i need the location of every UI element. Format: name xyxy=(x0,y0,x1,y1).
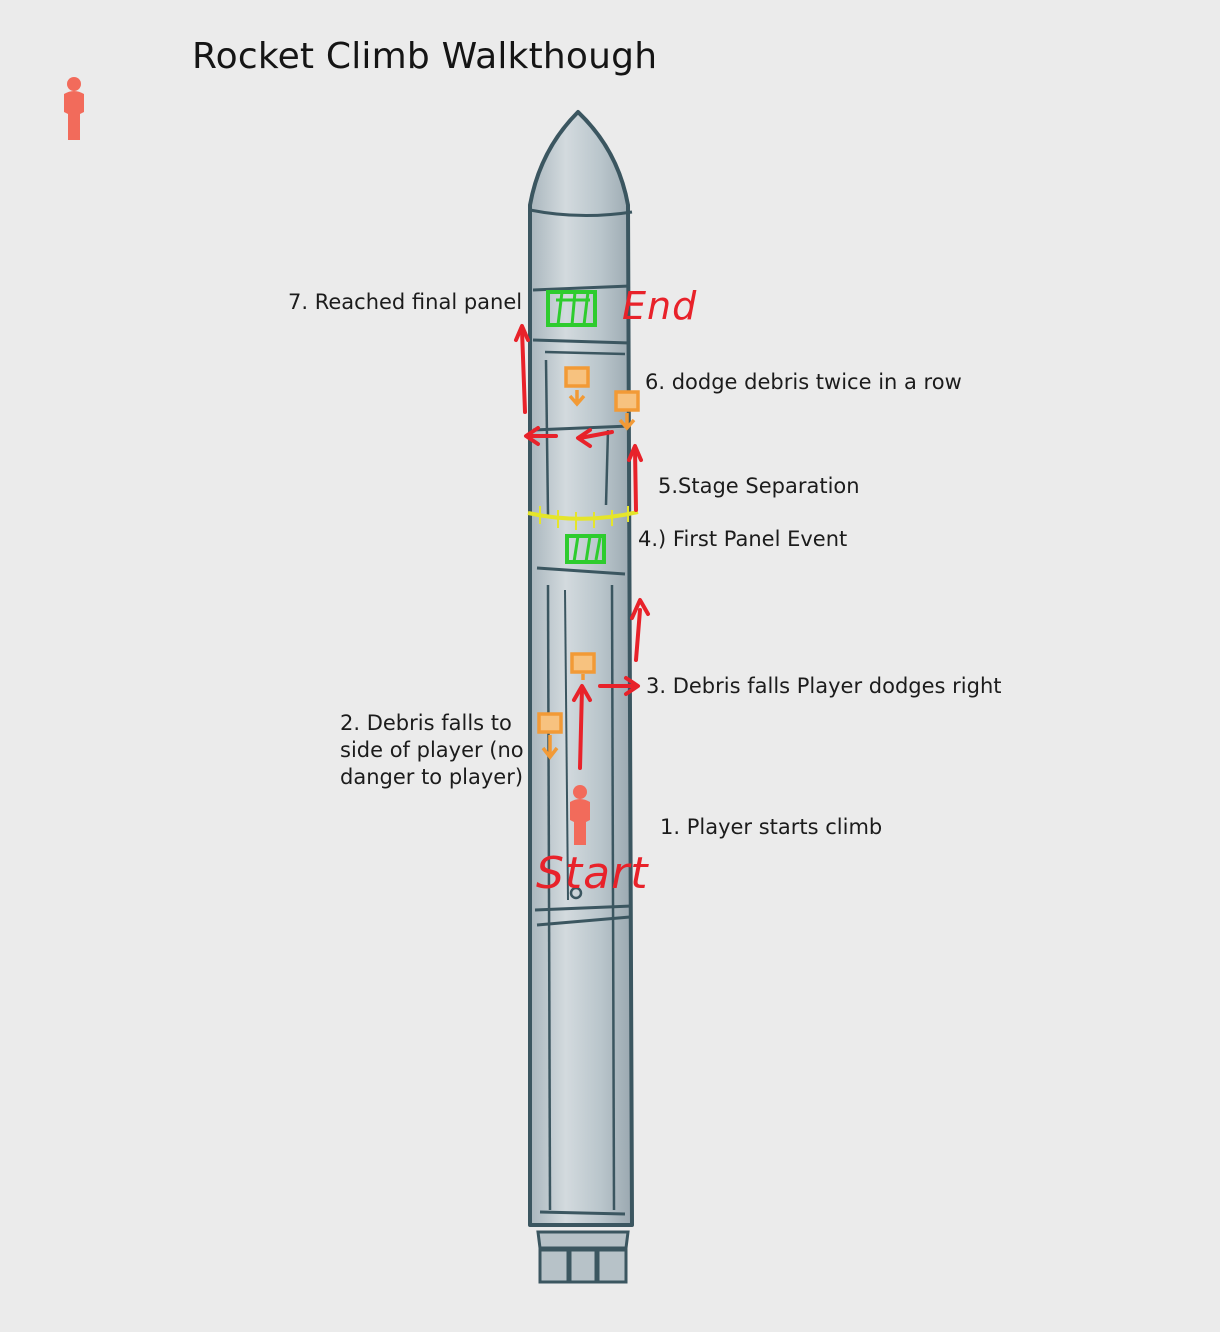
player-legend-icon xyxy=(64,77,84,140)
step-5-label: 5.Stage Separation xyxy=(658,474,860,498)
debris-icon xyxy=(570,652,596,680)
end-label: End xyxy=(622,284,698,328)
diagram-title: Rocket Climb Walkthough xyxy=(192,36,658,77)
final-panel-icon xyxy=(546,290,597,327)
step-3-label: 3. Debris falls Player dodges right xyxy=(646,674,1002,698)
rocket-engines xyxy=(536,1230,630,1284)
climb-path xyxy=(514,324,650,770)
first-panel-icon xyxy=(565,534,606,564)
step-7-label: 7. Reached final panel xyxy=(288,290,523,314)
step-1-label: 1. Player starts climb xyxy=(660,815,883,839)
stage-separation-line xyxy=(527,506,639,530)
debris-icon xyxy=(614,390,640,431)
debris-icon xyxy=(564,366,590,407)
player-figure-icon xyxy=(570,785,590,845)
step-4-label: 4.) First Panel Event xyxy=(638,527,848,551)
debris-icon xyxy=(537,712,563,760)
start-label: Start xyxy=(536,848,649,899)
step-2-label: 2. Debris falls to side of player (no da… xyxy=(340,711,524,789)
step-6-label: 6. dodge debris twice in a row xyxy=(645,370,962,394)
